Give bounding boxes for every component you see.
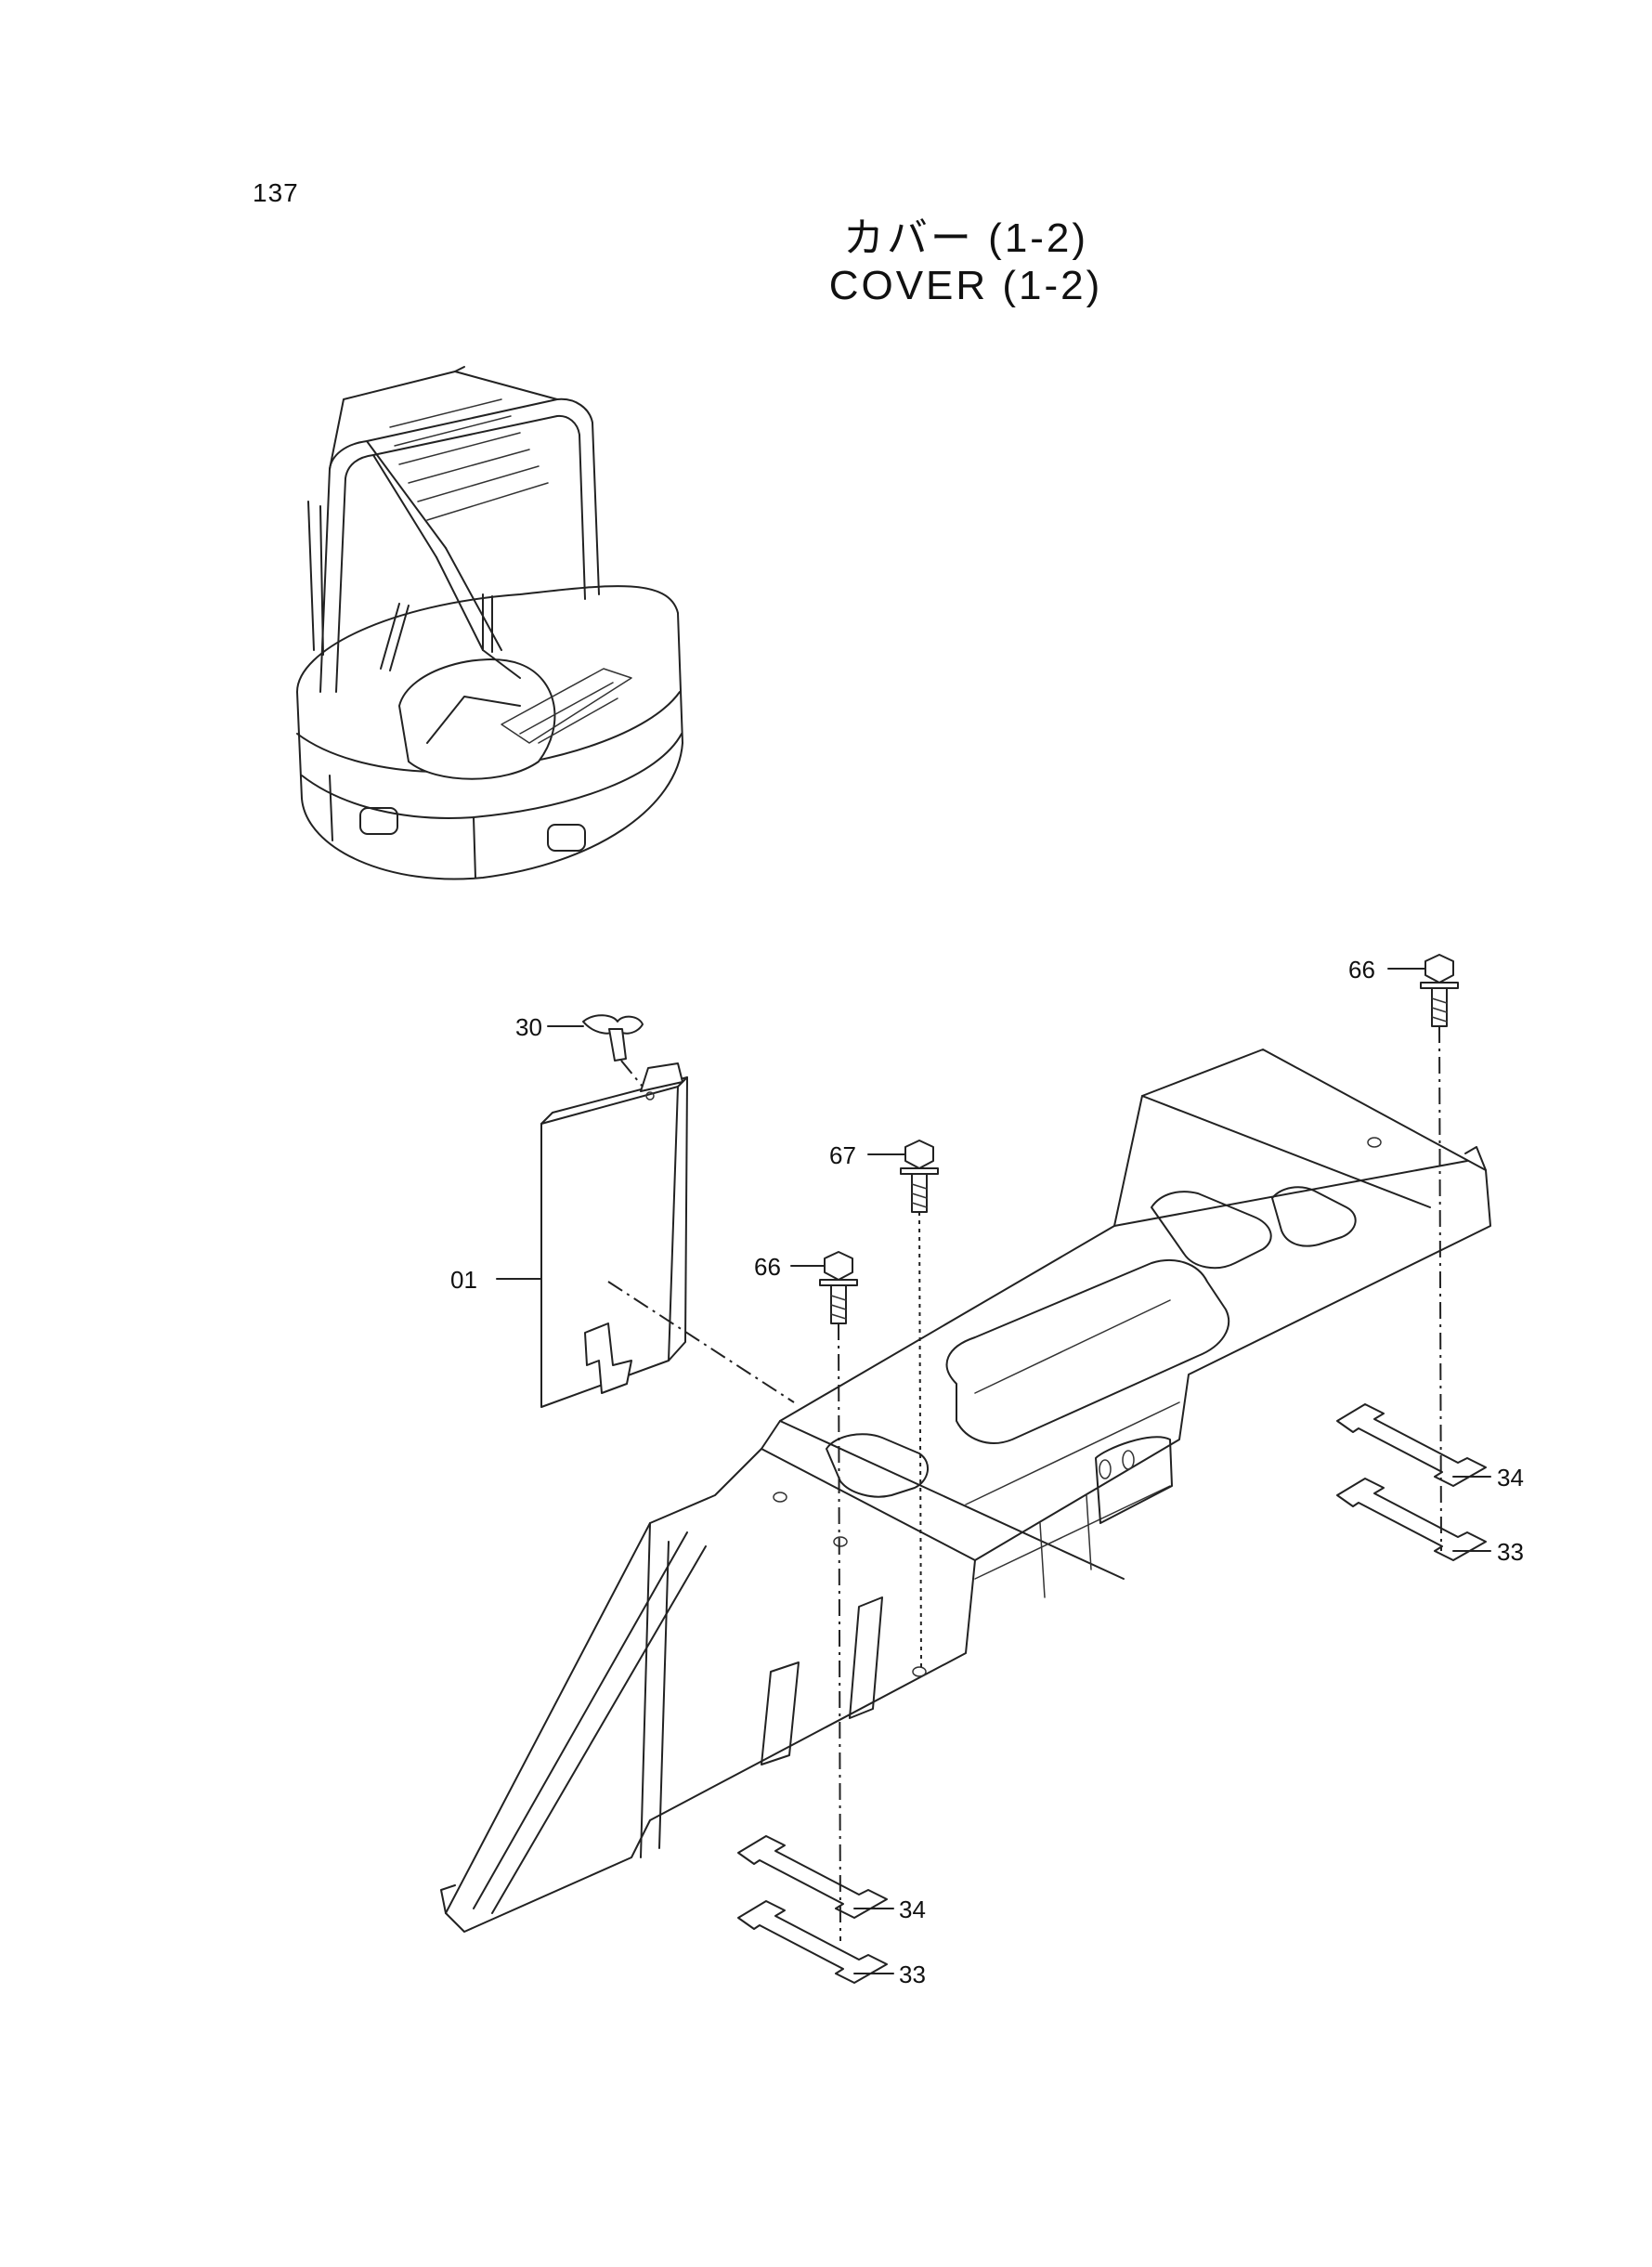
cover-assembly-illustration: [440, 1049, 1491, 1933]
assembly-guide-lines: [607, 1025, 1442, 1942]
callout-33: 33: [899, 1961, 926, 1988]
hex-bolt-icon: [819, 1251, 858, 1324]
title-block: カバー (1-2) COVER (1-2): [687, 215, 1244, 309]
cover-plate-part: [540, 1062, 688, 1408]
callout-66: 66: [754, 1253, 781, 1281]
title-english: COVER (1-2): [828, 262, 1103, 308]
title-japanese: カバー (1-2): [842, 215, 1089, 261]
shim-plate-icon: [1336, 1478, 1487, 1561]
callout-66: 66: [1348, 956, 1375, 984]
callout-33: 33: [1497, 1538, 1524, 1566]
excavator-overview-illustration: [296, 366, 683, 880]
callout-01: 01: [450, 1266, 477, 1294]
callout-67: 67: [829, 1141, 856, 1169]
shim-plate-icon: [1336, 1403, 1487, 1487]
page-number: 137: [253, 178, 299, 207]
shim-plate-icon: [737, 1835, 888, 1919]
callout-leaders: [496, 968, 1491, 1974]
callout-30: 30: [515, 1013, 542, 1041]
hex-bolt-icon: [1420, 954, 1459, 1027]
shim-plate-icon: [737, 1900, 888, 1984]
wing-bolt-icon: [582, 1014, 644, 1062]
callout-34: 34: [1497, 1464, 1524, 1492]
hex-bolt-icon: [900, 1140, 939, 1213]
callout-34: 34: [899, 1896, 926, 1923]
